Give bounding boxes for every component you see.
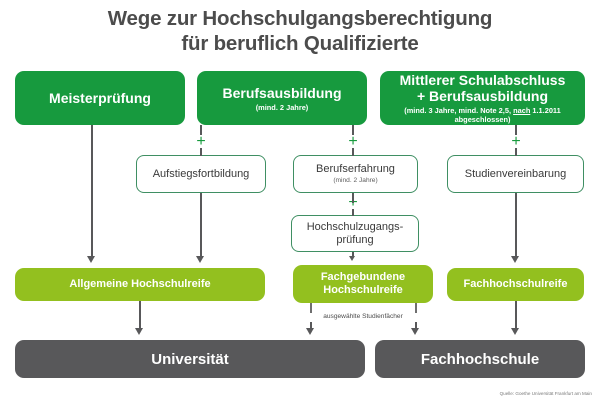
title-line-1: Wege zur Hochschulgangsberechtigung — [107, 7, 493, 30]
connector-fachgebundene-stub-left — [310, 303, 312, 313]
connector-plus2-to-berufserfahrung — [352, 148, 354, 156]
connector-berufserfahrung-to-plus4 — [352, 193, 354, 203]
destination-box-fachhochschule: Fachhochschule — [375, 340, 585, 378]
connector-fachhochschulreife-to-fachhochschule — [515, 301, 517, 329]
entry-box-berufsausbildung-label: Berufsausbildung — [222, 84, 342, 101]
requirement-box-hochschulzugangspruefung-line1: Hochschulzugangs- — [306, 221, 404, 233]
qualification-box-fachhochschulreife-label: Fachhochschulreife — [463, 278, 568, 290]
arrowhead-fachgebundene-to-fachhochschule — [411, 328, 419, 335]
connector-aufstiegsfortbildung-to-allgemeine — [200, 193, 202, 257]
connector-plus3-to-studienvereinbarung — [515, 148, 517, 156]
connector-fachgebundene-to-fachhochschule — [415, 322, 417, 330]
requirement-box-hochschulzugangspruefung: Hochschulzugangs- prüfung — [291, 215, 419, 252]
requirement-box-studienvereinbarung-label: Studienvereinbarung — [464, 167, 567, 180]
connector-plus1-to-aufstiegsfortbildung — [200, 148, 202, 156]
qualification-box-fachhochschulreife: Fachhochschulreife — [447, 268, 584, 301]
connector-mittlerer-to-plus3 — [515, 125, 517, 135]
plus-sign-aufstiegsfortbildung: + — [196, 133, 206, 150]
entry-box-mittlerer-schulabschluss: Mittlerer Schulabschluss + Berufsausbild… — [380, 71, 585, 125]
connector-allgemeine-to-universitaet — [139, 301, 141, 329]
arrowhead-hochschulzugangspruefung-to-fachgebundene — [349, 256, 355, 261]
requirement-box-berufserfahrung-label: Berufserfahrung — [316, 163, 395, 176]
connector-plus4-to-hochschulzugangspruefung — [352, 209, 354, 216]
arrowhead-studienvereinbarung-to-fachhochschulreife — [511, 256, 519, 263]
destination-box-universitaet-label: Universität — [151, 350, 229, 368]
sublabel-post: 1.1.2011 abgeschlossen) — [454, 106, 561, 124]
entry-box-mittlerer-sublabel: (mind. 3 Jahre, mind. Note 2,5, nach 1.1… — [380, 106, 585, 124]
qualification-box-fachgebundene-line1: Fachgebundene — [320, 271, 406, 283]
title-line-2: für beruflich Qualifizierte — [181, 32, 419, 55]
plus-sign-studienvereinbarung: + — [511, 133, 521, 150]
qualification-box-allgemeine-hochschulreife: Allgemeine Hochschulreife — [15, 268, 265, 301]
connector-fachgebundene-stub-right — [415, 303, 417, 313]
sublabel-pre: (mind. 3 Jahre, mind. Note 2,5, — [404, 106, 514, 115]
sublabel-emphasis: nach — [513, 106, 531, 115]
entry-box-meisterpruefung: Meisterprüfung — [15, 71, 185, 125]
annotation-selected-subjects: ausgewählte Studienfächer — [323, 313, 403, 320]
entry-box-berufsausbildung-sublabel: (mind. 2 Jahre) — [255, 102, 309, 112]
connector-hochschulzugangspruefung-to-fachgebundene — [352, 252, 354, 257]
arrowhead-meisterpruefung-to-allgemeine — [87, 256, 95, 263]
plus-sign-berufserfahrung: + — [348, 133, 358, 150]
destination-box-fachhochschule-label: Fachhochschule — [420, 350, 540, 368]
requirement-box-berufserfahrung: Berufserfahrung (mind. 2 Jahre) — [293, 155, 418, 193]
qualification-box-allgemeine-label: Allgemeine Hochschulreife — [69, 278, 211, 290]
connector-to-plus2 — [352, 125, 354, 135]
requirement-box-studienvereinbarung: Studienvereinbarung — [447, 155, 584, 193]
connector-meisterpruefung-to-allgemeine — [91, 125, 93, 257]
qualification-box-fachgebundene-line2: Hochschulreife — [323, 284, 403, 296]
arrowhead-fachhochschulreife-to-fachhochschule — [511, 328, 519, 335]
page-title: Wege zur Hochschulgangsberechtigung für … — [0, 6, 600, 56]
entry-box-mittlerer-label-line2: + Berufsausbildung — [416, 88, 549, 104]
entry-box-meisterpruefung-label: Meisterprüfung — [49, 90, 151, 106]
requirement-box-berufserfahrung-sublabel: (mind. 2 Jahre) — [333, 176, 378, 184]
requirement-box-aufstiegsfortbildung-label: Aufstiegsfortbildung — [152, 167, 250, 180]
connector-fachgebundene-to-universitaet — [310, 322, 312, 330]
arrowhead-allgemeine-to-universitaet — [135, 328, 143, 335]
requirement-box-aufstiegsfortbildung: Aufstiegsfortbildung — [136, 155, 266, 193]
qualification-box-fachgebundene-hochschulreife: Fachgebundene Hochschulreife — [293, 265, 433, 303]
requirement-box-hochschulzugangspruefung-line2: prüfung — [336, 233, 374, 246]
entry-box-mittlerer-label-line1: Mittlerer Schulabschluss — [399, 72, 566, 88]
entry-box-berufsausbildung: Berufsausbildung (mind. 2 Jahre) — [197, 71, 367, 125]
arrowhead-fachgebundene-to-universitaet — [306, 328, 314, 335]
connector-studienvereinbarung-to-fachhochschulreife — [515, 193, 517, 257]
destination-box-universitaet: Universität — [15, 340, 365, 378]
connector-berufsausbildung-to-plus1 — [200, 125, 202, 135]
arrowhead-aufstiegsfortbildung-to-allgemeine — [196, 256, 204, 263]
source-credit: Quelle: Goethe Universität Frankfurt am … — [499, 391, 592, 396]
